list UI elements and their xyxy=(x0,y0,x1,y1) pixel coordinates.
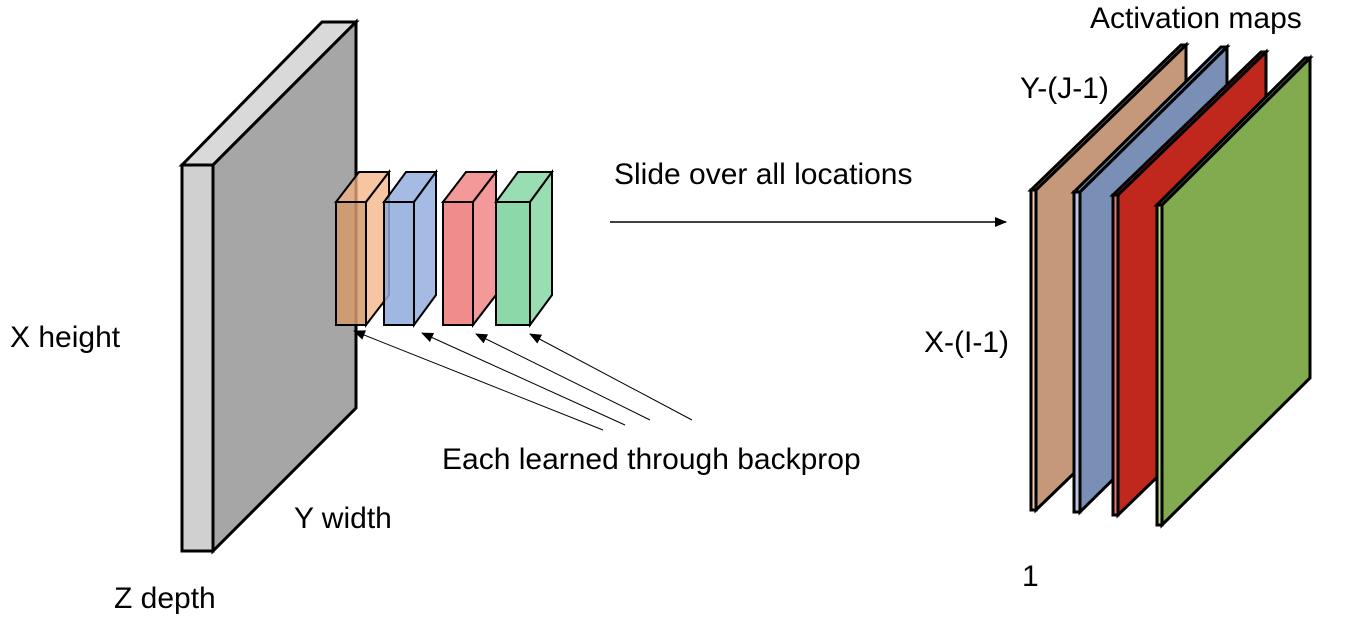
cols-label: Y-(J-1) xyxy=(1020,72,1109,105)
filter-box-3 xyxy=(440,169,499,328)
slide-label: Slide over all locations xyxy=(614,158,913,191)
filter-box-4 xyxy=(494,168,554,329)
activation-maps-title: Activation maps xyxy=(1090,2,1302,35)
input-volume-front xyxy=(211,18,358,555)
depth-one-label: 1 xyxy=(1022,560,1039,593)
input-volume xyxy=(178,18,360,555)
filter-box-1 xyxy=(333,169,392,328)
backprop-arrow-1 xyxy=(353,330,604,431)
backprop-arrow-3 xyxy=(475,333,651,421)
z-depth-label: Z depth xyxy=(114,582,216,615)
activation-map-4 xyxy=(1153,54,1314,529)
input-volume-side xyxy=(180,163,215,553)
backprop-arrow-2 xyxy=(421,332,626,426)
backprop-caption: Each learned through backprop xyxy=(442,443,861,476)
backprop-arrows xyxy=(353,330,693,431)
filter-box-2 xyxy=(382,168,438,329)
rows-label: X-(I-1) xyxy=(924,326,1009,359)
backprop-arrow-4 xyxy=(529,333,693,421)
y-width-label: Y width xyxy=(294,502,392,535)
x-height-label: X height xyxy=(10,321,121,354)
